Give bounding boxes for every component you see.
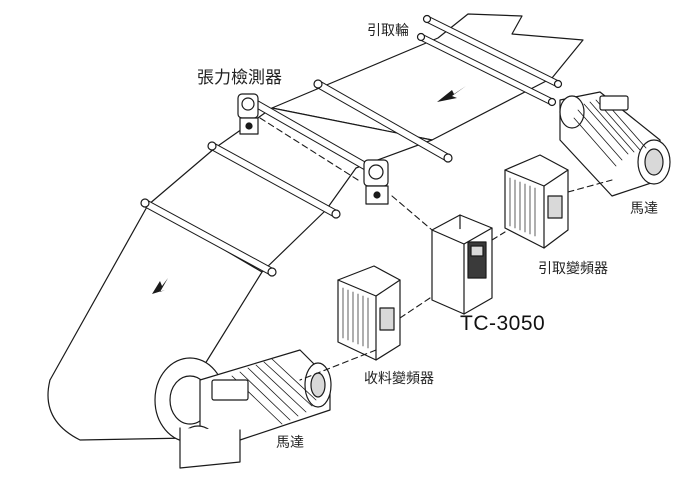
guide-roller-sensor	[242, 94, 376, 174]
label-motor-top: 馬達	[630, 201, 658, 217]
controller-unit	[431, 214, 493, 315]
direction-arrow-top	[437, 86, 466, 102]
pull-roller-upper	[422, 14, 563, 89]
guide-roller-2	[207, 141, 341, 219]
motor-bottom	[179, 349, 332, 469]
label-tension-detector: 張力檢測器	[197, 68, 282, 88]
winding-inverter	[337, 265, 401, 361]
guide-roller-3	[140, 198, 277, 277]
motor-top	[559, 91, 671, 197]
guide-roller-1	[313, 79, 453, 163]
direction-arrow-bottom	[152, 278, 168, 294]
pull-inverter	[504, 154, 569, 249]
label-pull-roller: 引取輪	[367, 23, 409, 39]
tension-sensor-left	[237, 93, 259, 135]
label-winding-inverter: 收料變頻器	[364, 371, 434, 387]
pull-roller-lower	[416, 32, 557, 107]
label-pull-inverter: 引取變頻器	[538, 261, 608, 277]
label-controller-model: TC-3050	[460, 312, 546, 335]
tension-sensor-right	[363, 159, 389, 205]
signal-lines	[259, 117, 613, 381]
label-motor-bottom: 馬達	[276, 435, 304, 451]
